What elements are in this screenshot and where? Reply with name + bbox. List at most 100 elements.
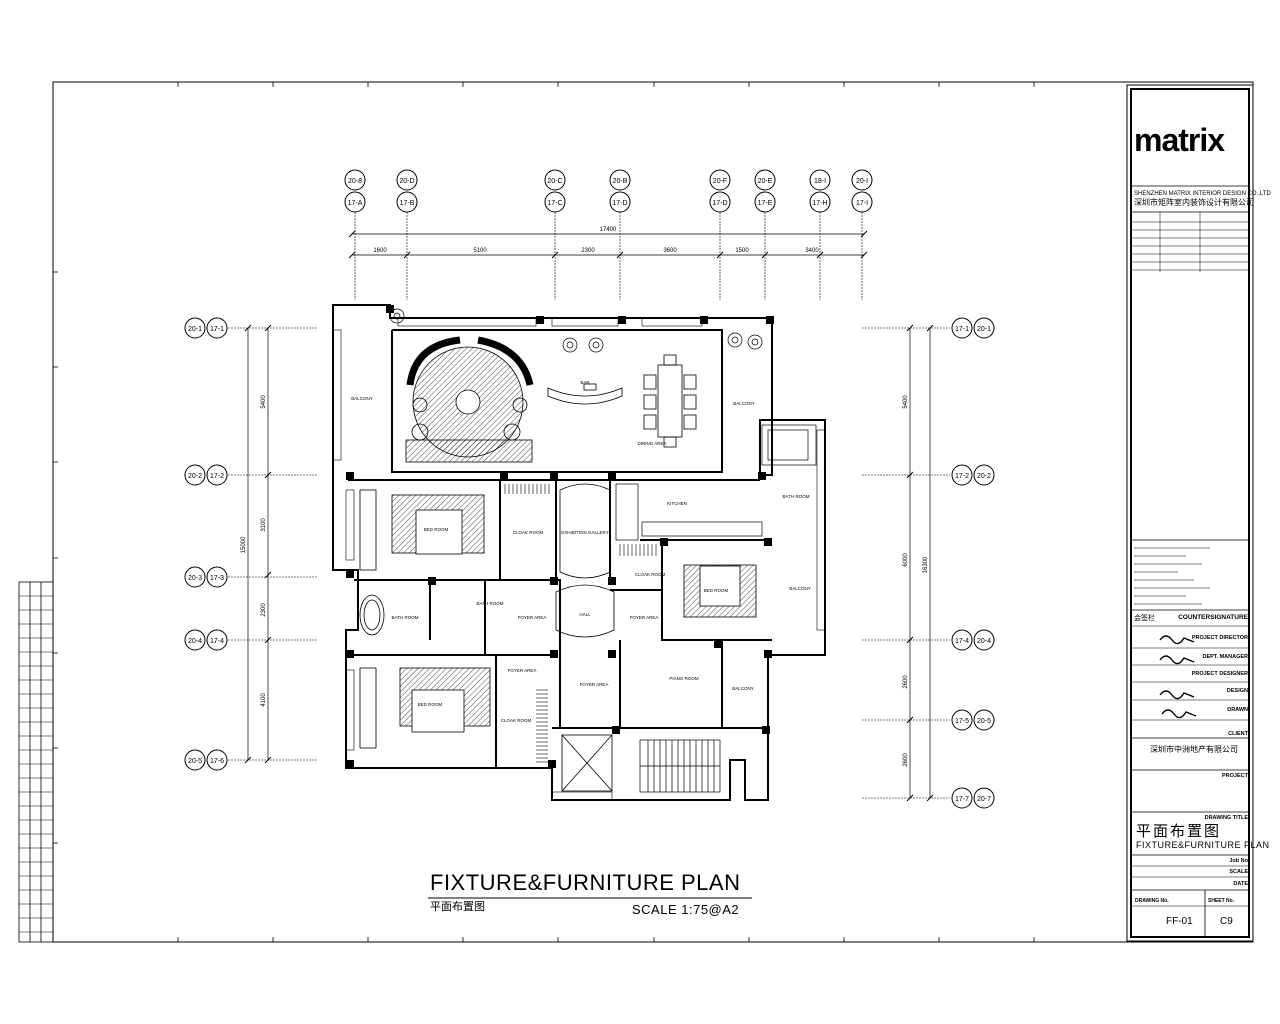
svg-text:17-2: 17-2 [210, 473, 224, 480]
svg-text:20-I: 20-I [856, 178, 868, 185]
room-bed-1: BED ROOM [424, 527, 449, 532]
dimension-labels: 17400 1600 5100 2300 3600 1500 3400 1500… [241, 227, 929, 767]
svg-text:20-5: 20-5 [977, 718, 991, 725]
sheet-border [52, 81, 1254, 943]
room-bed-3: BED ROOM [418, 702, 443, 707]
svg-text:20-D: 20-D [399, 178, 414, 185]
svg-text:17-E: 17-E [758, 200, 773, 207]
room-foyer-4: FOYER AREA [580, 682, 609, 687]
grid-bubble-right-a-2: 17-4 [951, 629, 973, 651]
svg-text:20-2: 20-2 [977, 473, 991, 480]
elevator [561, 734, 613, 792]
grid-bubble-top-a-6: 18-I [809, 169, 831, 191]
dim-top-5: 1500 [735, 248, 749, 254]
room-kitchen: KITCHEN [667, 501, 687, 506]
grid-bubble-right-b-4: 20-7 [973, 787, 995, 809]
grid-bubble-left-b-2: 17-3 [206, 566, 228, 588]
room-foyer-3: FOYER AREA [508, 668, 537, 673]
room-cloak-2: CLOAK ROOM [635, 572, 666, 577]
dim-top-6: 3400 [805, 248, 819, 254]
svg-text:20-1: 20-1 [977, 326, 991, 333]
counter-signature-cn: 会签栏 [1134, 614, 1155, 622]
grid-bubble-right-b-1: 20-2 [973, 464, 995, 486]
svg-text:20-F: 20-F [713, 178, 727, 185]
dim-top-2: 5100 [473, 248, 487, 254]
company-name-en: SHENZHEN MATRIX INTERIOR DESIGN CO.,LTD [1134, 191, 1271, 197]
room-cloak-1: CLOAK ROOM [513, 530, 544, 535]
dim-top-3: 2300 [581, 248, 595, 254]
grid-bubble-top-b-0: 17-A [344, 191, 366, 213]
date-label: DATE [1233, 881, 1248, 887]
living-room-furniture [405, 336, 623, 463]
grid-bubble-top-a-1: 20-D [396, 169, 418, 191]
grid-bubble-top-a-2: 20-C [544, 169, 566, 191]
svg-text:20-7: 20-7 [977, 796, 991, 803]
plan-title: FIXTURE&FURNITURE PLAN [430, 870, 741, 895]
role-drawn: DRAWN [1227, 707, 1248, 713]
dim-left-4: 4100 [261, 693, 267, 707]
room-bath-east: BATH ROOM [783, 494, 810, 499]
role-project-director: PROJECT DIRECTOR [1191, 635, 1248, 641]
dim-top-1: 1600 [373, 248, 387, 254]
svg-text:17-B: 17-B [400, 200, 415, 207]
job-no-label: Job No [1229, 858, 1248, 864]
svg-text:17-6: 17-6 [210, 758, 224, 765]
grid-bubble-left-a-4: 20-5 [184, 749, 206, 771]
svg-text:20-E: 20-E [758, 178, 773, 185]
svg-text:17-D: 17-D [612, 200, 627, 207]
title-block-frame [1126, 84, 1254, 942]
binding-strip [18, 581, 54, 943]
grid-bubble-top-b-3: 17-D [609, 191, 631, 213]
svg-text:17-4: 17-4 [210, 638, 224, 645]
grid-bubble-left-b-1: 17-2 [206, 464, 228, 486]
grid-bubble-top-a-3: 20-B [609, 169, 631, 191]
room-foyer-1: FOYER AREA [518, 615, 547, 620]
dim-top-4: 3600 [663, 248, 677, 254]
drawing-no-label: DRAWING No. [1135, 898, 1169, 904]
plan-subtitle-cn: 平面布置图 [430, 901, 485, 913]
svg-text:20-C: 20-C [547, 178, 562, 185]
dim-left-3: 2300 [261, 603, 267, 617]
room-bath-center: BATH ROOM [477, 601, 504, 606]
drawing-title-cn: 平面布置图 [1136, 822, 1222, 840]
counter-signature-label: COUNTERSIGNATURE [1178, 614, 1248, 621]
grid-bubble-top-b-5: 17-E [754, 191, 776, 213]
svg-text:20-1: 20-1 [188, 326, 202, 333]
grid-bubble-left-b-0: 17-1 [206, 317, 228, 339]
room-bath-west: BATH ROOM [392, 615, 419, 620]
dim-left-2: 3100 [261, 518, 267, 532]
grid-bubble-right-a-4: 17-7 [951, 787, 973, 809]
grid-bubble-right-b-0: 20-1 [973, 317, 995, 339]
room-piano: PIANO ROOM [669, 676, 699, 681]
bedroom-furniture [359, 489, 757, 749]
grid-bubble-right-a-3: 17-5 [951, 709, 973, 731]
room-balcony-ne: BALCONY [733, 401, 755, 406]
grid-bubble-top-b-2: 17-C [544, 191, 566, 213]
svg-text:20-4: 20-4 [977, 638, 991, 645]
room-dining: DINING AREA [637, 441, 666, 446]
svg-text:17-D: 17-D [712, 200, 727, 207]
room-bed-2: BED ROOM [704, 588, 729, 593]
drawing-title-en: FIXTURE&FURNITURE PLAN [1136, 840, 1270, 850]
svg-text:17-7: 17-7 [955, 796, 969, 803]
room-bar: BAR [580, 380, 590, 385]
grid-bubble-right-b-2: 20-4 [973, 629, 995, 651]
project-label: PROJECT [1222, 773, 1248, 779]
svg-text:18-I: 18-I [814, 178, 826, 185]
grid-bubble-right-b-3: 20-5 [973, 709, 995, 731]
client-name: 深圳市中洲地产有限公司 [1150, 745, 1238, 754]
drawing-title-label: DRAWING TITLE [1204, 815, 1248, 821]
drawing-number: FF-01 [1166, 916, 1193, 927]
svg-text:17-A: 17-A [348, 200, 363, 207]
scale-label: SCALE [1229, 869, 1248, 875]
grid-bubble-left-a-3: 20-4 [184, 629, 206, 651]
grid-bubble-left-a-2: 20-3 [184, 566, 206, 588]
role-design: DESIGN [1226, 688, 1248, 694]
plan-scale: SCALE 1:75@A2 [632, 902, 740, 917]
grid-bubble-top-b-6: 17-H [809, 191, 831, 213]
svg-text:17-I: 17-I [856, 200, 868, 207]
company-logo: matrix [1134, 122, 1225, 158]
company-name-cn: 深圳市矩阵室内装饰设计有限公司 [1134, 198, 1254, 207]
